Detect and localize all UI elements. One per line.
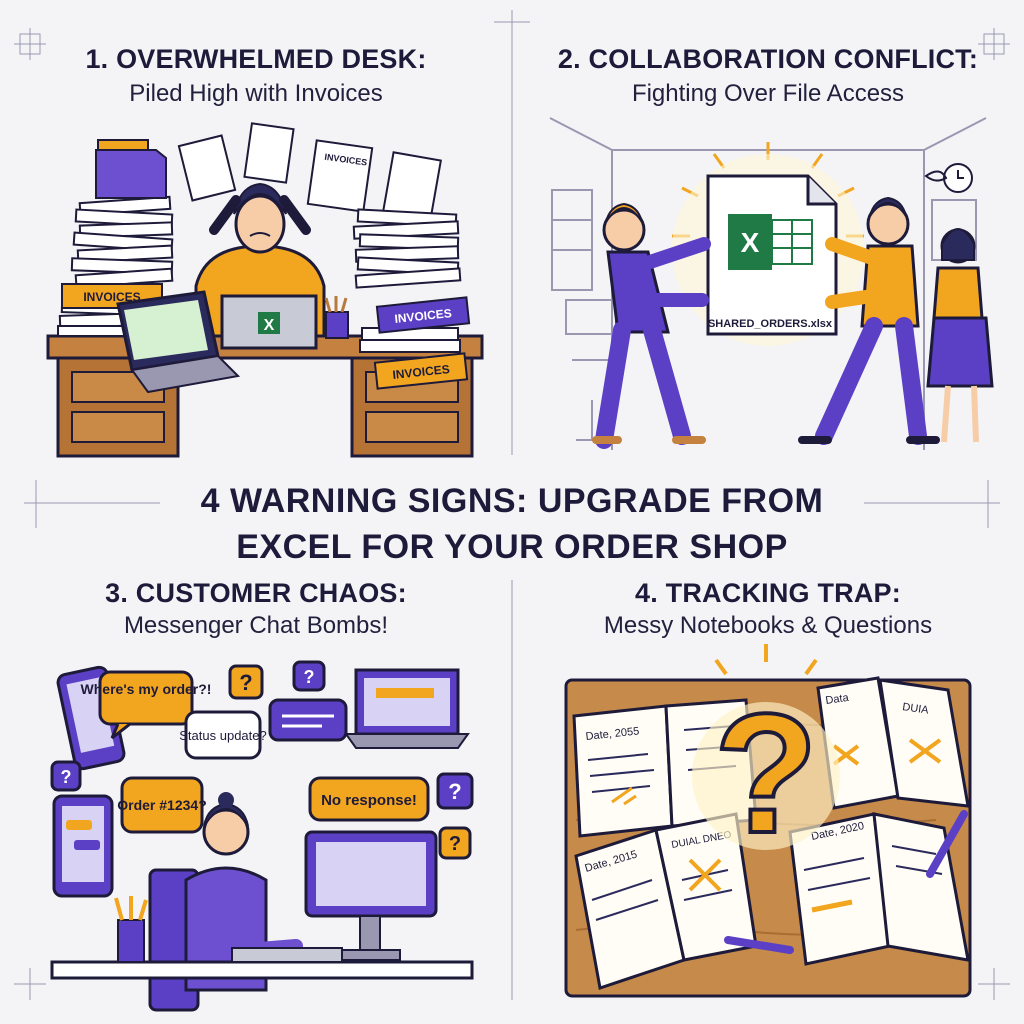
bubble-purple-chat xyxy=(268,698,348,742)
panel-2-title: 2. COLLABORATION CONFLICT: xyxy=(557,44,979,74)
bubble-status-update: Status update? xyxy=(179,710,267,760)
panel-customer-chaos: 3. CUSTOMER CHAOS: Messenger Chat Bombs! xyxy=(0,570,512,1024)
left-paper-stack xyxy=(57,139,174,337)
panel-1-subtitle: Piled High with Invoices xyxy=(129,80,383,107)
note-b-text: DUIA xyxy=(902,701,930,717)
laptop-top-right xyxy=(344,668,470,749)
note-a-text: Date, 2055 xyxy=(585,725,640,743)
observing-woman xyxy=(926,228,994,443)
bubble-question-2: ? xyxy=(292,660,326,692)
left-man xyxy=(592,202,711,449)
left-laptop xyxy=(116,290,241,394)
main-headline: 4 WARNING SIGNS: UPGRADE FROM EXCEL FOR … xyxy=(62,478,962,570)
question-mark-5: ? xyxy=(449,833,461,855)
pen-bottom xyxy=(724,936,794,954)
invoices-label-left: INVOICES xyxy=(83,290,140,304)
panel-4-title: 4. TRACKING TRAP: xyxy=(635,578,901,608)
overwhelmed-desk-illustration: INVOICES INVOICES X xyxy=(46,122,484,458)
agent-desk xyxy=(50,960,474,980)
invoices-label-right-top: INVOICES xyxy=(394,306,453,326)
customer-chaos-illustration: Where's my order?! Status update? ? ? xyxy=(50,660,474,1012)
glow-rays xyxy=(672,142,864,238)
bubble-order-number: Order #1234? xyxy=(117,776,207,834)
right-man xyxy=(798,170,948,445)
bubble-no-response: No response! xyxy=(308,776,430,822)
question-mark-3: ? xyxy=(61,767,72,787)
excel-icon-shared: X xyxy=(741,227,760,258)
invoices-label-right-bottom: INVOICES xyxy=(392,362,451,382)
tracking-trap-illustration: Date, 2055 Data DUIA Date, 2015 DUIAL DN… xyxy=(564,644,972,998)
bubble-order-text: Order #1234? xyxy=(117,797,207,813)
panel-overwhelmed-desk: 1. OVERWHELMED DESK: Piled High with Inv… xyxy=(0,0,512,460)
question-mark-2: ? xyxy=(304,667,315,687)
panel-collaboration-conflict: 2. COLLABORATION CONFLICT: Fighting Over… xyxy=(512,0,1024,460)
panel-2-subtitle: Fighting Over File Access xyxy=(631,80,905,107)
bubble-where-is-my-order: Where's my order?! xyxy=(81,670,212,740)
center-laptop: X xyxy=(220,294,318,350)
excel-icon-center: X xyxy=(264,317,275,334)
big-question-mark-glyph: ? xyxy=(714,679,818,869)
invoices-folder-right-top: INVOICES xyxy=(375,296,471,334)
panel-1-title: 1. OVERWHELMED DESK: xyxy=(85,44,427,74)
desktop-monitor xyxy=(304,830,438,961)
bubble-no-response-text: No response! xyxy=(321,792,417,809)
invoices-folder-right-bottom: INVOICES xyxy=(373,352,469,390)
bubble-question-4: ? xyxy=(436,772,474,810)
pencil-cup xyxy=(114,896,148,963)
bubble-question-5: ? xyxy=(438,826,472,860)
headline-line-2: EXCEL FOR YOUR ORDER SHOP xyxy=(236,528,788,566)
notebook-bottom-left: Date, 2015 DUIAL DNEO xyxy=(574,812,758,990)
big-question-mark: ? xyxy=(692,644,840,871)
panel-4-subtitle: Messy Notebooks & Questions xyxy=(603,612,933,639)
shared-file-name: SHARED_ORDERS.xlsx xyxy=(708,318,833,330)
svg-text:Where's my order?!: Where's my order?! xyxy=(81,681,212,697)
bubble-question-1: ? xyxy=(228,664,264,700)
desk xyxy=(46,334,484,458)
bubble-status-text: Status update? xyxy=(179,728,266,743)
right-paper-stack xyxy=(352,208,462,353)
bubble-question-3: ? xyxy=(50,760,82,792)
headline-line-1: 4 WARNING SIGNS: UPGRADE FROM xyxy=(200,482,824,520)
wall-clock xyxy=(943,163,973,193)
shared-file-document: X SHARED_ORDERS.xlsx xyxy=(706,174,838,336)
notebook-top-right: Data DUIA xyxy=(816,676,970,810)
panel-3-title: 3. CUSTOMER CHAOS: xyxy=(105,578,407,608)
note-f-text: Data xyxy=(825,692,851,707)
panel-tracking-trap: 4. TRACKING TRAP: Messy Notebooks & Ques… xyxy=(512,570,1024,1024)
bubble-where-line: Where's my order?! xyxy=(81,681,212,697)
flying-papers: INVOICES xyxy=(177,122,443,221)
question-mark-1: ? xyxy=(239,670,252,695)
panel-3-subtitle: Messenger Chat Bombs! xyxy=(123,612,389,639)
pen-right xyxy=(926,810,968,878)
phone-bottom-left xyxy=(52,794,114,898)
question-mark-4: ? xyxy=(448,779,461,804)
keyboard xyxy=(231,947,343,963)
collaboration-conflict-illustration: X SHARED_ORDERS.xlsx xyxy=(549,117,994,450)
pencil-cup xyxy=(324,296,349,339)
